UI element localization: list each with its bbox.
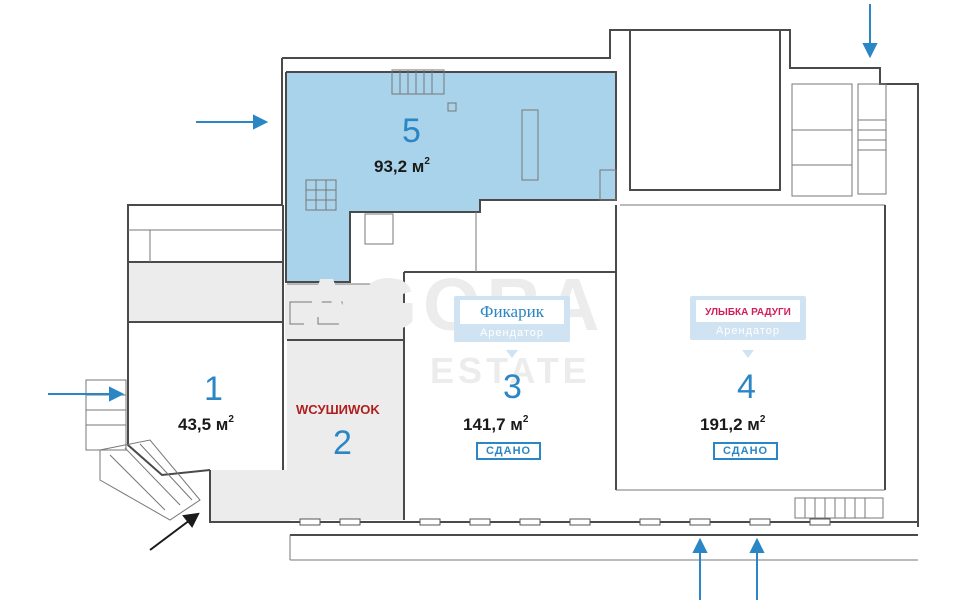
front-steps bbox=[794, 497, 884, 519]
back-room-right bbox=[629, 29, 781, 191]
tenant-card-room-4: УЛЫБКА РАДУГИ Арендатор bbox=[690, 296, 806, 340]
south-wall bbox=[209, 470, 918, 523]
room-1-area: 43,5 м2 bbox=[178, 414, 234, 434]
facade-windows bbox=[299, 518, 831, 526]
tenant-logo-room-3: Фикарик bbox=[480, 302, 544, 321]
staircase-icon bbox=[305, 69, 445, 211]
toilet-icon bbox=[289, 301, 315, 325]
status-badge-room-3: СДАНО bbox=[476, 442, 542, 460]
toilet-block bbox=[791, 83, 853, 197]
room-4-number: 4 bbox=[737, 368, 756, 406]
room-2-number: 2 bbox=[333, 424, 352, 462]
tenant-logo-room-4: УЛЫБКА РАДУГИ bbox=[705, 307, 791, 318]
west-wall bbox=[127, 58, 283, 477]
room-5-number: 5 bbox=[402, 112, 421, 150]
room-5-area: 93,2 м2 bbox=[374, 156, 430, 176]
stair-right bbox=[857, 83, 887, 195]
room-1-number: 1 bbox=[204, 370, 223, 408]
room-2-fill bbox=[287, 340, 404, 520]
toilet-5 bbox=[599, 169, 617, 201]
tenant-card-room-3: Фикарик Арендатор bbox=[454, 296, 570, 342]
tenant-role-room-4: Арендатор bbox=[715, 325, 781, 337]
tenant-role-room-3: Арендатор bbox=[479, 327, 545, 339]
tenant-logo-sushiwok: WСУШИWOK bbox=[296, 402, 380, 417]
column-small-5 bbox=[447, 102, 457, 112]
room-3-number: 3 bbox=[503, 368, 522, 406]
room-1-fill bbox=[128, 262, 283, 322]
lobby-fill bbox=[210, 470, 290, 522]
status-badge-room-4: СДАНО bbox=[713, 442, 779, 460]
room-5-wall bbox=[285, 71, 617, 283]
column-5 bbox=[521, 109, 539, 181]
room-4-area: 191,2 м2 bbox=[700, 414, 766, 434]
corner-stairs bbox=[85, 379, 201, 521]
room-5-fill bbox=[286, 72, 616, 282]
entrance-arrow-icon bbox=[48, 4, 878, 600]
room-3-area: 141,7 м2 bbox=[463, 414, 529, 434]
corridor-fill bbox=[285, 284, 403, 340]
outer-wall bbox=[282, 29, 919, 527]
entrance-arrow-main-icon bbox=[149, 512, 200, 551]
